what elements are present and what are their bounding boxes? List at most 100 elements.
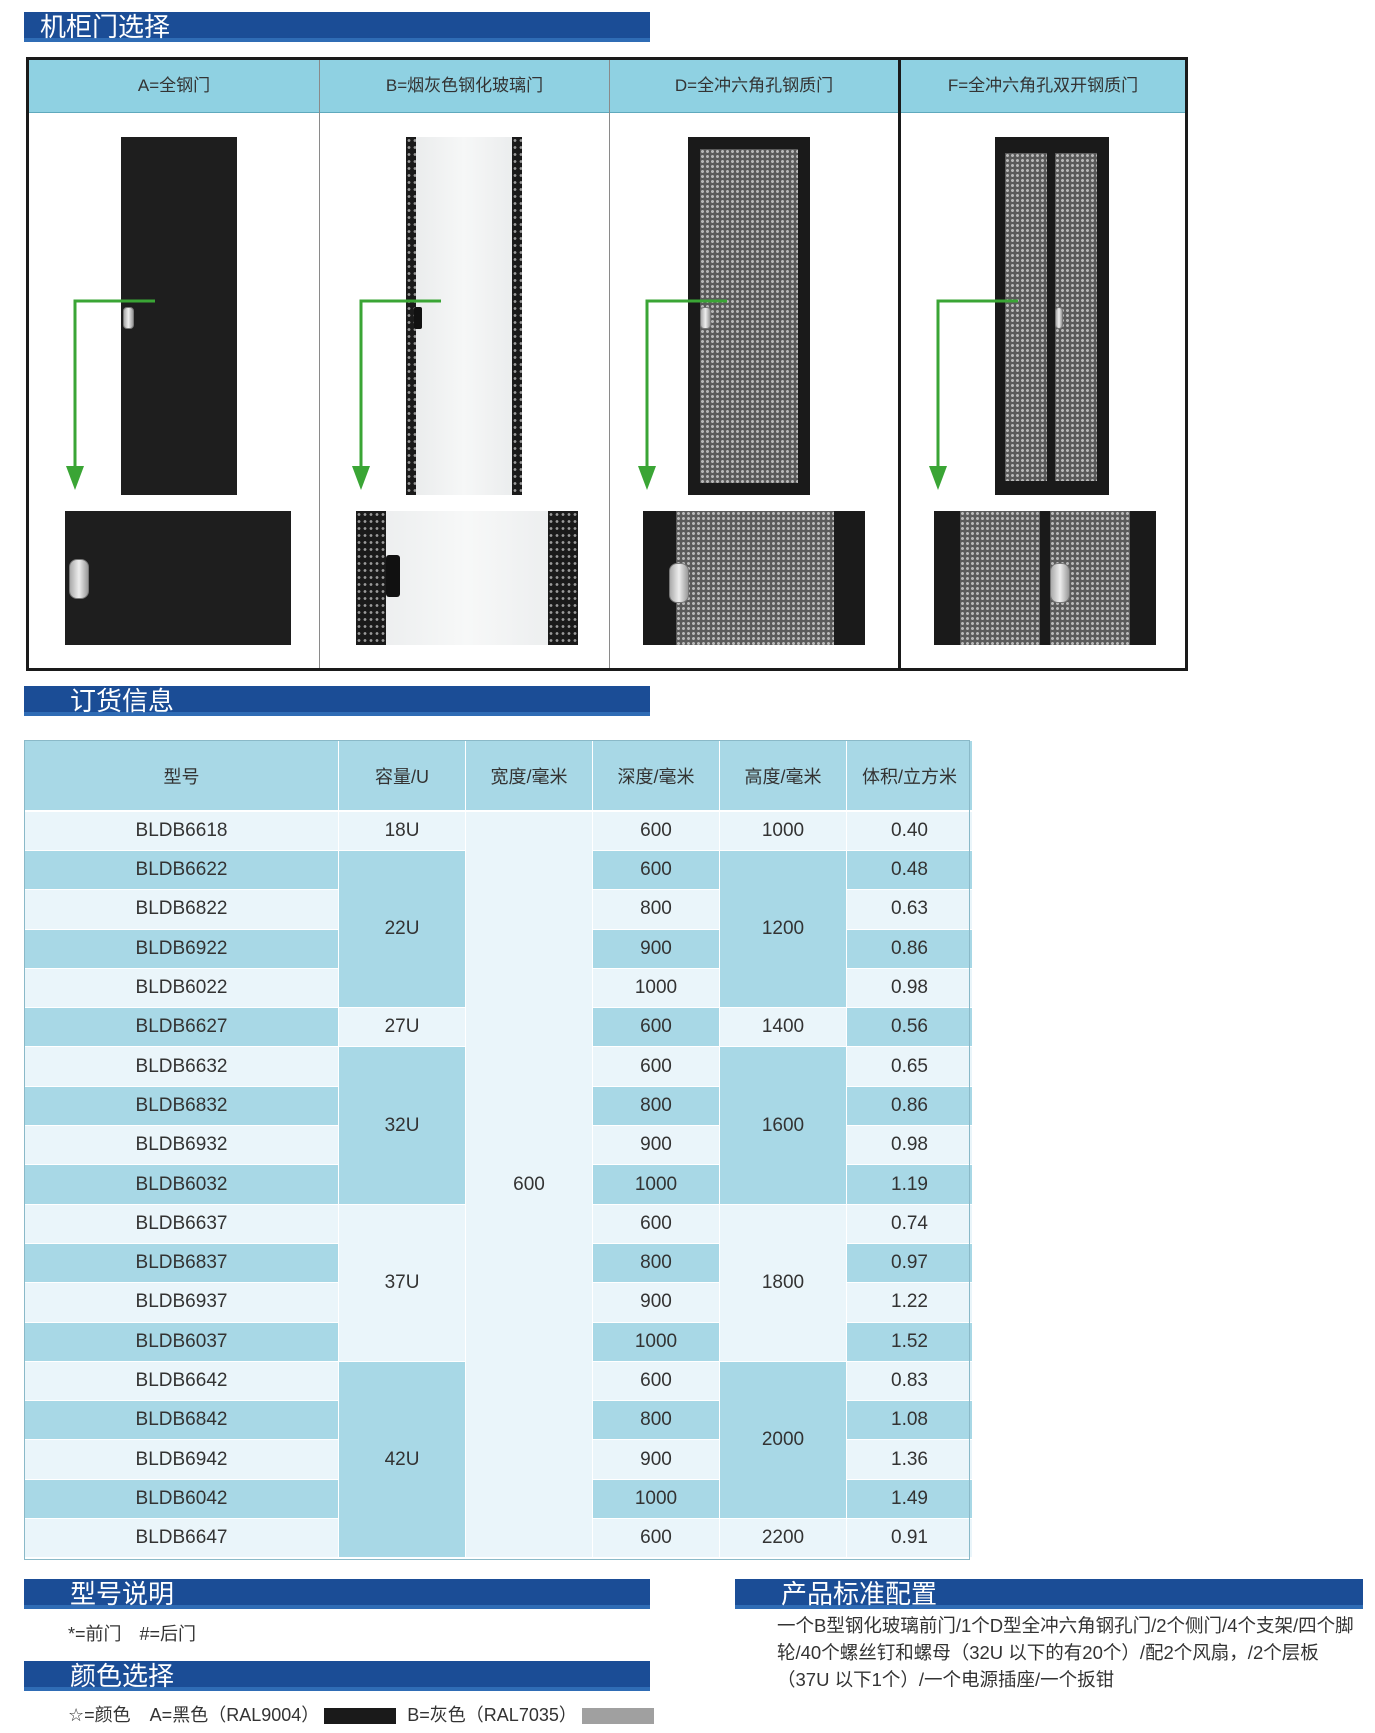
column-divider — [898, 60, 901, 668]
volume-cell: 1.36 — [846, 1439, 973, 1480]
color-prefix: ☆=颜色 — [68, 1705, 131, 1725]
header-height: 高度/毫米 — [719, 740, 847, 812]
model-cell: BLDB6647 — [24, 1518, 339, 1559]
door-handle-icon — [123, 307, 134, 329]
section-title-color-selection: 颜色选择 — [24, 1661, 650, 1691]
depth-cell: 900 — [592, 1282, 720, 1323]
depth-cell: 800 — [592, 1085, 720, 1127]
volume-cell: 0.74 — [846, 1203, 973, 1244]
column-divider — [609, 60, 610, 668]
depth-cell: 900 — [592, 1439, 720, 1480]
door-column-d: D=全冲六角孔钢质门 — [610, 60, 898, 668]
depth-cell: 1000 — [592, 967, 720, 1009]
door-column-f: F=全冲六角孔双开钢质门 — [901, 60, 1185, 668]
color-a-swatch — [324, 1708, 397, 1725]
depth-cell: 1000 — [592, 1478, 720, 1520]
model-cell: BLDB6042 — [24, 1478, 339, 1520]
standard-config-text: 一个B型钢化玻璃前门/1个D型全冲六角钢孔门/2个侧门/4个支架/四个脚轮/40… — [777, 1615, 1354, 1690]
door-column-a: A=全钢门 — [29, 60, 319, 668]
door-handle-icon — [669, 563, 689, 603]
volume-cell: 0.65 — [846, 1046, 973, 1087]
depth-cell: 800 — [592, 889, 720, 930]
volume-cell: 1.49 — [846, 1478, 973, 1520]
height-cell: 1200 — [719, 849, 847, 1009]
door-handle-icon — [1050, 563, 1070, 603]
depth-cell: 600 — [592, 1007, 720, 1048]
volume-cell: 0.83 — [846, 1360, 973, 1402]
height-cell: 1400 — [719, 1007, 847, 1048]
volume-cell: 0.48 — [846, 849, 973, 891]
door-label-d: D=全冲六角孔钢质门 — [610, 60, 898, 113]
depth-cell: 600 — [592, 1518, 720, 1559]
header-capacity: 容量/U — [338, 740, 466, 812]
model-cell: BLDB6037 — [24, 1321, 339, 1362]
height-cell: 1600 — [719, 1046, 847, 1205]
arrow-down-icon — [66, 299, 155, 490]
table-header-row: 型号 容量/U 宽度/毫米 深度/毫米 高度/毫米 体积/立方米 — [24, 740, 973, 812]
header-volume: 体积/立方米 — [846, 740, 973, 812]
model-cell: BLDB6022 — [24, 967, 339, 1009]
model-cell: BLDB6627 — [24, 1007, 339, 1048]
depth-cell: 900 — [592, 1125, 720, 1166]
capacity-cell: 42U — [338, 1360, 466, 1559]
model-cell: BLDB6822 — [24, 889, 339, 930]
volume-cell: 0.97 — [846, 1242, 973, 1284]
model-cell: BLDB6932 — [24, 1125, 339, 1166]
depth-cell: 900 — [592, 928, 720, 969]
arrow-down-icon — [929, 299, 1018, 490]
section-title-standard-config: 产品标准配置 — [735, 1579, 1363, 1609]
volume-cell: 0.56 — [846, 1007, 973, 1048]
volume-cell: 1.52 — [846, 1321, 973, 1362]
capacity-cell: 22U — [338, 849, 466, 1009]
volume-cell: 0.86 — [846, 1085, 973, 1127]
table-row: BLDB6042 1000 1.49 — [24, 1478, 973, 1520]
door-label-a: A=全钢门 — [29, 60, 319, 113]
door-handle-icon — [700, 307, 711, 329]
model-cell: BLDB6032 — [24, 1164, 339, 1205]
color-a-label: A=黑色（RAL9004） — [149, 1705, 320, 1725]
section-title-ordering-info: 订货信息 — [24, 686, 650, 716]
table-row: BLDB6942 900 1.36 — [24, 1439, 973, 1480]
model-cell: BLDB6942 — [24, 1439, 339, 1480]
volume-cell: 0.91 — [846, 1518, 973, 1559]
width-cell: 600 — [465, 810, 593, 1559]
section-title-door-selection: 机柜门选择 — [24, 12, 650, 42]
header-width: 宽度/毫米 — [465, 740, 593, 812]
arrow-down-icon — [352, 299, 441, 490]
depth-cell: 600 — [592, 849, 720, 891]
volume-cell: 0.86 — [846, 928, 973, 969]
door-column-b: B=烟灰色钢化玻璃门 — [320, 60, 609, 668]
depth-cell: 600 — [592, 1046, 720, 1087]
header-depth: 深度/毫米 — [592, 740, 720, 812]
depth-cell: 1000 — [592, 1164, 720, 1205]
capacity-cell: 32U — [338, 1046, 466, 1205]
height-cell: 1000 — [719, 810, 847, 851]
model-cell: BLDB6632 — [24, 1046, 339, 1087]
volume-cell: 1.19 — [846, 1164, 973, 1205]
volume-cell: 0.63 — [846, 889, 973, 930]
depth-cell: 800 — [592, 1400, 720, 1441]
depth-cell: 800 — [592, 1242, 720, 1284]
volume-cell: 0.98 — [846, 1125, 973, 1166]
arrow-down-icon — [638, 299, 727, 490]
capacity-cell: 37U — [338, 1203, 466, 1362]
glass-door-detail — [356, 511, 578, 645]
table-row: BLDB6932 900 0.98 — [24, 1125, 973, 1166]
capacity-cell: 18U — [338, 810, 466, 851]
model-cell: BLDB6832 — [24, 1085, 339, 1127]
model-cell: BLDB6618 — [24, 810, 339, 851]
height-cell: 1800 — [719, 1203, 847, 1362]
double-hex-mesh-door-detail — [934, 511, 1156, 645]
door-handle-icon — [1055, 307, 1063, 329]
section-title-model-notes: 型号说明 — [24, 1579, 650, 1609]
color-b-label: B=灰色（RAL7035） — [407, 1705, 577, 1725]
door-label-b: B=烟灰色钢化玻璃门 — [320, 60, 609, 113]
